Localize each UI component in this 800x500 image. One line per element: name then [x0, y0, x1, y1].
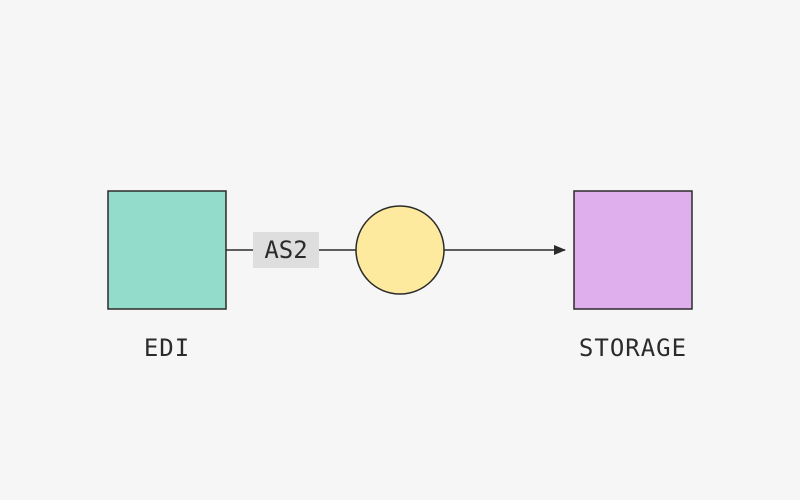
- hub-node: [355, 205, 445, 295]
- storage-label: STORAGE: [578, 334, 688, 362]
- edi-node: [107, 190, 227, 310]
- edi-label: EDI: [143, 334, 191, 362]
- edge-label-as2: AS2: [253, 232, 319, 268]
- storage-node: [573, 190, 693, 310]
